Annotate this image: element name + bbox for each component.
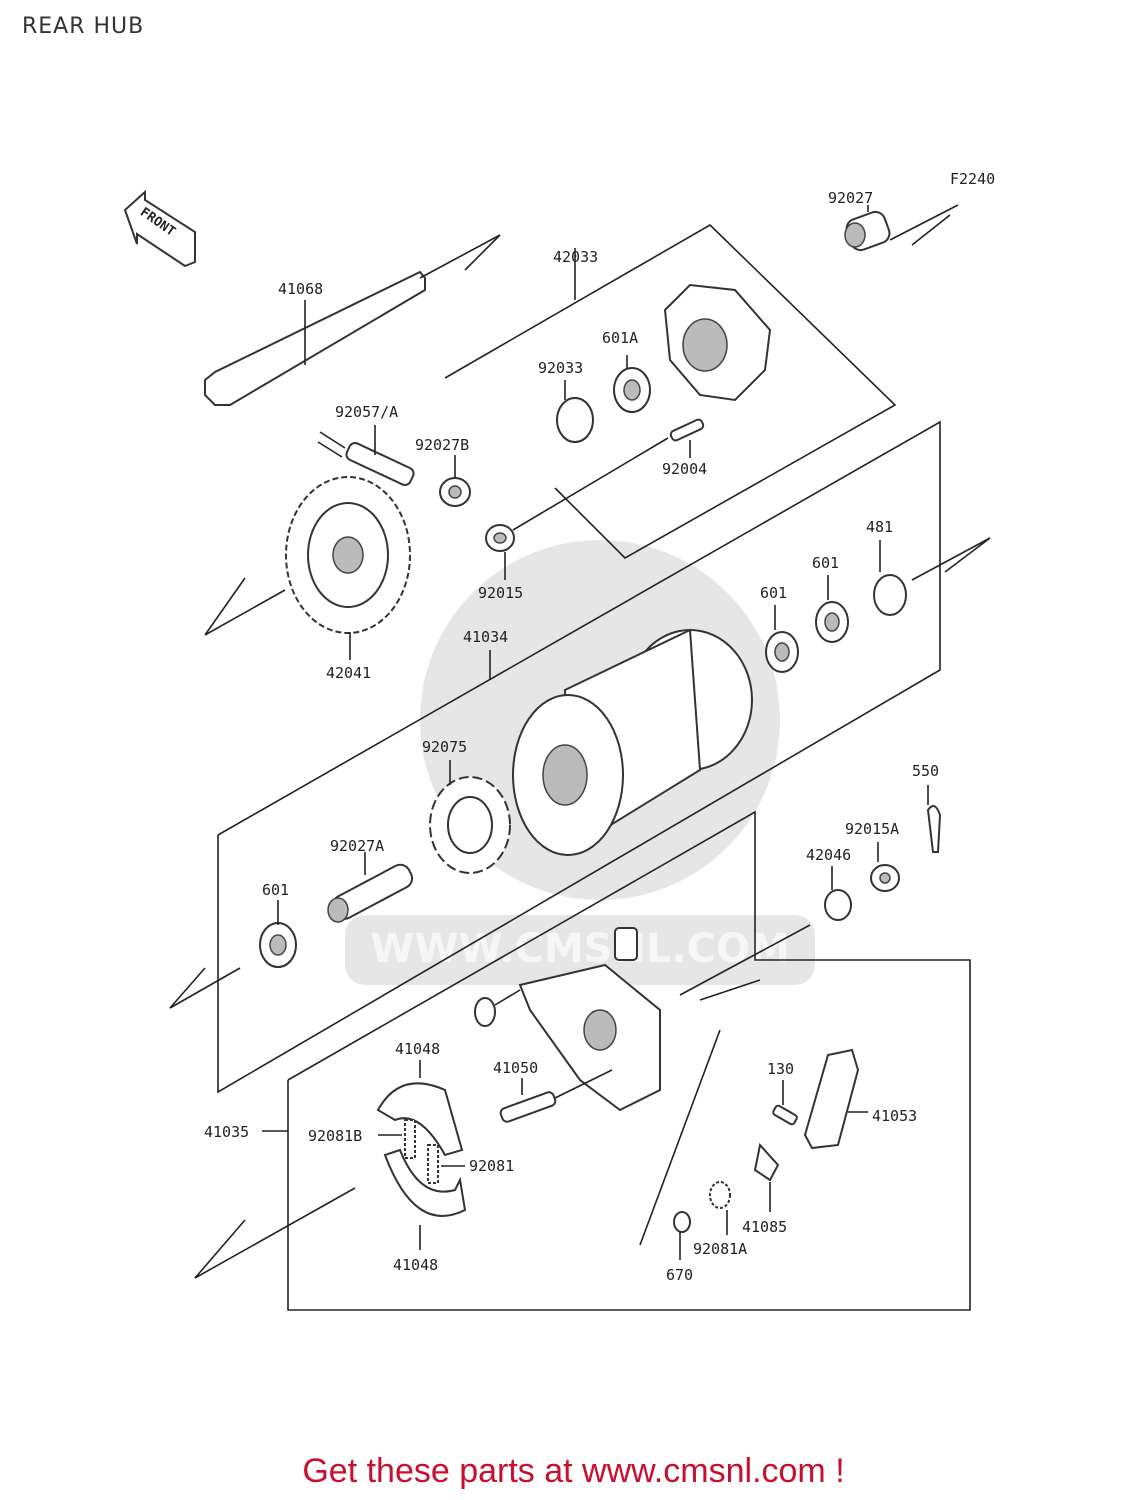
- collar-92027: [844, 210, 891, 252]
- label-92081b: 92081B: [308, 1127, 362, 1145]
- label-92015a: 92015A: [845, 820, 899, 838]
- label-92033: 92033: [538, 359, 583, 377]
- ring-seal: [474, 997, 496, 1027]
- label-41068: 41068: [278, 280, 323, 298]
- label-92004: 92004: [662, 460, 707, 478]
- spring-92081: [427, 1144, 439, 1184]
- label-550: 550: [912, 762, 939, 780]
- ring-670: [673, 1211, 691, 1233]
- label-481: 481: [866, 518, 893, 536]
- label-601-left: 601: [262, 881, 289, 899]
- footer-link-text[interactable]: Get these parts at www.cmsnl.com !: [302, 1452, 845, 1490]
- bearing-601-left: [259, 922, 297, 968]
- chain-link-92057a: [317, 431, 415, 486]
- axle-41068: [204, 234, 501, 406]
- nut-92015a: [870, 864, 900, 892]
- label-41085: 41085: [742, 1218, 787, 1236]
- sprocket-42041: [285, 476, 411, 634]
- label-41050: 41050: [493, 1059, 538, 1077]
- label-670: 670: [666, 1266, 693, 1284]
- label-92027: 92027: [828, 189, 873, 207]
- label-92081a: 92081A: [693, 1240, 747, 1258]
- brake-cam-41050: [499, 1091, 557, 1123]
- bearing-601a: [613, 367, 651, 413]
- circlip-92033: [556, 397, 594, 443]
- watermark-text: WWW.CMSNL.COM: [370, 926, 790, 972]
- label-92057a: 92057/A: [335, 403, 398, 421]
- nut-92015: [485, 524, 515, 552]
- brake-shoe-41048-bottom: [383, 1148, 467, 1217]
- part-labels: 41068 42033 92027 601A 92033 92057/A 920…: [204, 189, 939, 1284]
- brake-shoe-41048-top: [376, 1082, 464, 1157]
- figure-code: F2240: [950, 170, 995, 188]
- brake-panel: [518, 927, 661, 1112]
- damper-92075: [429, 776, 511, 874]
- plate-41085: [753, 1142, 780, 1182]
- spring-92081b: [404, 1119, 416, 1159]
- circlip-481: [873, 574, 907, 616]
- label-41034: 41034: [463, 628, 508, 646]
- label-92015: 92015: [478, 584, 523, 602]
- rear-hub-41034: [512, 628, 753, 856]
- washer-42046: [824, 889, 852, 921]
- wheel-group-box: [217, 420, 941, 1094]
- spring-92081a: [709, 1181, 731, 1209]
- label-92081: 92081: [469, 1157, 514, 1175]
- bearing-601-mid: [765, 631, 799, 673]
- label-92075: 92075: [422, 738, 467, 756]
- cotter-pin-550: [926, 805, 942, 853]
- hub-group-box: [444, 224, 897, 559]
- label-601-mid: 601: [760, 584, 787, 602]
- label-41048-bottom: 41048: [393, 1256, 438, 1274]
- label-92027a: 92027A: [330, 837, 384, 855]
- label-42033: 42033: [553, 248, 598, 266]
- label-41048-top: 41048: [395, 1040, 440, 1058]
- label-92027b: 92027B: [415, 436, 469, 454]
- collar-92027b: [439, 477, 471, 507]
- label-41053: 41053: [872, 1107, 917, 1125]
- label-41035: 41035: [204, 1123, 249, 1141]
- label-130: 130: [767, 1060, 794, 1078]
- front-arrow-icon: FRONT: [123, 189, 196, 268]
- page-title: REAR HUB: [22, 14, 145, 39]
- bearing-601-top: [815, 601, 849, 643]
- brake-rod-41053: [803, 1048, 860, 1150]
- bolt-130: [772, 1104, 798, 1126]
- label-601-top: 601: [812, 554, 839, 572]
- label-601a: 601A: [602, 329, 638, 347]
- brake-group-box: [287, 810, 971, 1311]
- label-42046: 42046: [806, 846, 851, 864]
- stud-92004: [669, 418, 705, 442]
- collar-92027a: [327, 863, 414, 923]
- label-42041: 42041: [326, 664, 371, 682]
- hub-flange-42033: [663, 283, 772, 402]
